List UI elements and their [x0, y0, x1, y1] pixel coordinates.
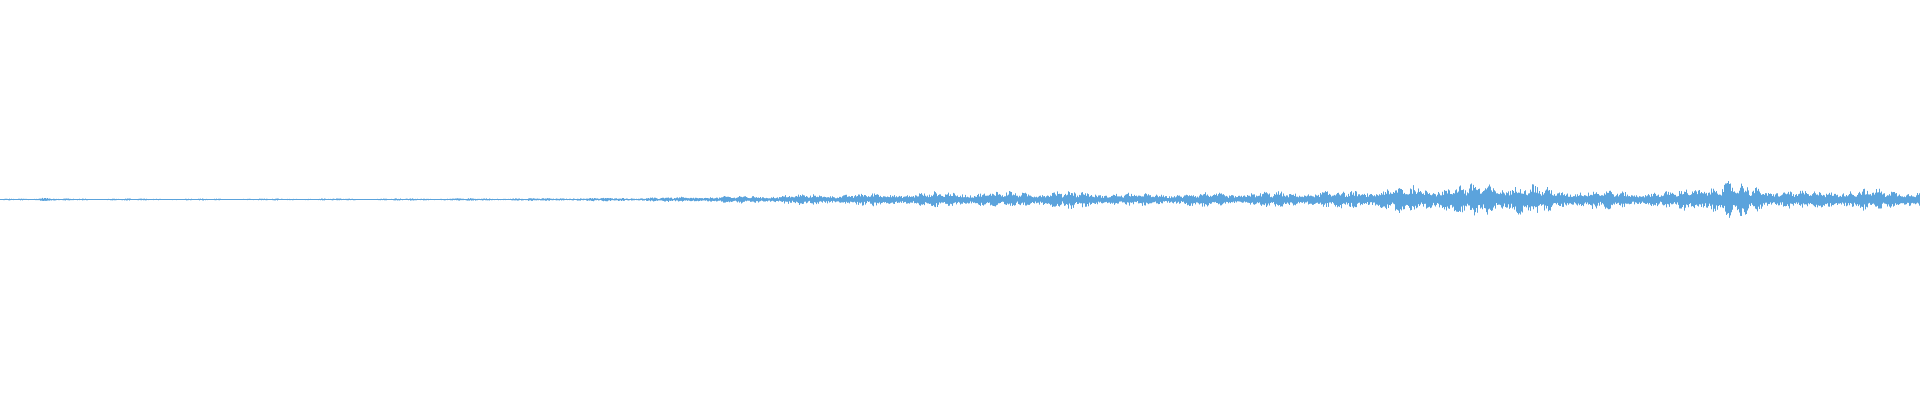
waveform-trace: [0, 181, 1920, 218]
